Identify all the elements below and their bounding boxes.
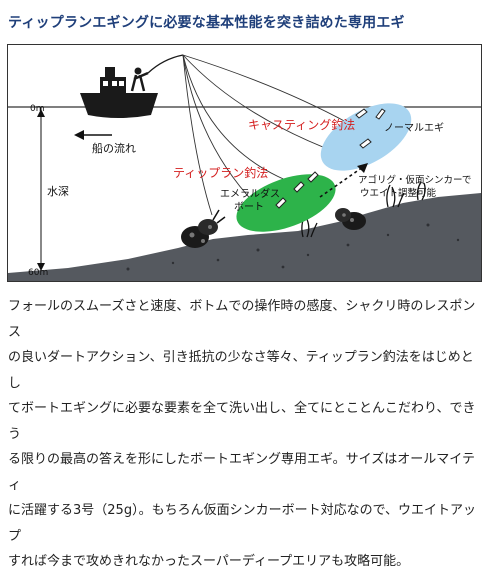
depth-arrow-bottom <box>37 263 45 271</box>
transition-arrow-head <box>357 163 368 173</box>
depth-bottom-label: 60m <box>28 268 48 278</box>
depth-arrow-top <box>37 109 45 117</box>
casting-method-label: キャスティング釣法 <box>248 117 355 132</box>
depth-top-label: 0m <box>30 104 45 114</box>
tip-run-method-label: ティップラン釣法 <box>173 165 268 180</box>
casting-zone <box>320 103 412 171</box>
transition-arrow <box>319 166 364 198</box>
tip-run-zone <box>236 174 336 232</box>
depth-label: 水深 <box>47 185 69 198</box>
boat-drift-label: 船の流れ <box>92 141 136 155</box>
emeraldas-label-line1: エメラルダス <box>220 187 280 200</box>
drift-arrow-head <box>74 130 84 140</box>
boat <box>80 54 184 118</box>
section-heading: ティップランエギングに必要な基本性能を突き詰めた専用エギ <box>8 15 405 31</box>
seaweed <box>301 181 426 238</box>
product-description: フォールのスムーズさと速度、ボトムでの操作時の感度、シャクリ時のレスポンス の良… <box>8 299 477 569</box>
sinker-label-line1: アゴリグ・仮面シンカーで <box>358 174 471 186</box>
emeraldas-label-line2: ボート <box>234 201 264 213</box>
sinker-label-line2: ウエイト調整可能 <box>360 187 437 199</box>
fishing-lines <box>182 54 349 216</box>
rock-cluster-left <box>181 209 226 248</box>
seabed-texture <box>126 223 460 271</box>
normal-egi-label: ノーマルエギ <box>384 122 444 134</box>
fishing-diagram: 0m 60m 水深 船の流れ キャスティング釣法 ノーマルエギ ティップラン釣法… <box>7 44 482 282</box>
egi-lures <box>275 108 386 209</box>
rock-cluster-right <box>335 208 366 230</box>
